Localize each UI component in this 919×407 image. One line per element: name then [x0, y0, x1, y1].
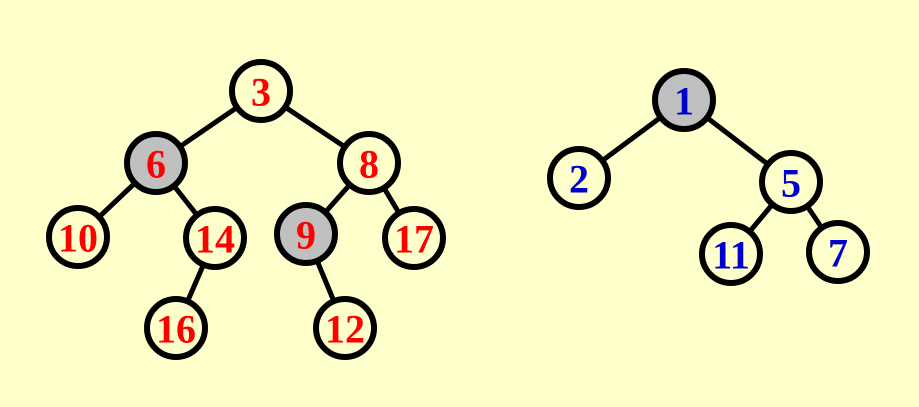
node-circle-11[interactable] — [699, 222, 763, 286]
node-circle-14[interactable] — [183, 206, 247, 270]
tree-node-12[interactable]: 12 — [313, 296, 377, 360]
node-label-7: 7 — [828, 231, 848, 276]
tree-node-2[interactable]: 2 — [547, 146, 611, 210]
node-circle-9[interactable] — [274, 202, 338, 266]
node-label-10: 10 — [58, 216, 98, 261]
node-label-8: 8 — [359, 142, 379, 187]
node-label-1: 1 — [674, 79, 694, 124]
node-circle-7[interactable] — [806, 220, 870, 284]
node-label-16: 16 — [156, 307, 196, 352]
tree-node-6[interactable]: 6 — [124, 131, 188, 195]
node-circle-5[interactable] — [759, 150, 823, 214]
tree-node-9[interactable]: 9 — [274, 202, 338, 266]
tree-node-14[interactable]: 14 — [183, 206, 247, 270]
node-label-11: 11 — [712, 233, 750, 278]
edges-layer — [75, 88, 841, 331]
tree-node-8[interactable]: 8 — [337, 131, 401, 195]
tree-node-1[interactable]: 1 — [652, 68, 716, 132]
node-circle-17[interactable] — [382, 206, 446, 270]
tree-node-5[interactable]: 5 — [759, 150, 823, 214]
tree-node-16[interactable]: 16 — [144, 296, 208, 360]
node-label-12: 12 — [325, 307, 365, 352]
node-label-6: 6 — [146, 142, 166, 187]
node-label-5: 5 — [781, 161, 801, 206]
node-circle-12[interactable] — [313, 296, 377, 360]
tree-node-17[interactable]: 17 — [382, 206, 446, 270]
node-label-17: 17 — [394, 217, 434, 262]
node-circle-8[interactable] — [337, 131, 401, 195]
tree-node-10[interactable]: 10 — [46, 205, 110, 269]
tree-node-7[interactable]: 7 — [806, 220, 870, 284]
tree-node-11[interactable]: 11 — [699, 222, 763, 286]
node-circle-2[interactable] — [547, 146, 611, 210]
node-circle-3[interactable] — [229, 59, 293, 123]
node-label-2: 2 — [569, 157, 589, 202]
node-circle-16[interactable] — [144, 296, 208, 360]
node-circle-1[interactable] — [652, 68, 716, 132]
tree-node-3[interactable]: 3 — [229, 59, 293, 123]
node-circle-10[interactable] — [46, 205, 110, 269]
node-label-3: 3 — [251, 70, 271, 115]
node-label-14: 14 — [195, 217, 235, 262]
node-label-9: 9 — [296, 213, 316, 258]
node-circle-6[interactable] — [124, 131, 188, 195]
